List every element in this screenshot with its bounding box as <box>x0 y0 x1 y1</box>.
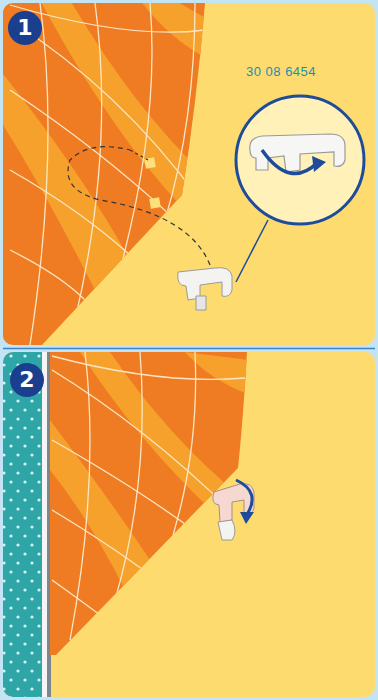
part-number: 30 08 6454 <box>246 64 316 79</box>
sail-fill <box>3 3 260 345</box>
eyelet <box>149 197 161 209</box>
panel-divider <box>3 348 375 350</box>
sail-illustration <box>3 352 260 697</box>
clip-hook <box>196 296 206 310</box>
turn-arrow <box>236 480 252 516</box>
threading-path <box>130 150 148 160</box>
clip-hook <box>218 520 235 540</box>
sail-illustration <box>3 3 364 345</box>
clip-body <box>178 268 232 300</box>
arrow-head <box>240 512 254 524</box>
mast-strip <box>42 352 47 697</box>
step-number: 2 <box>19 369 34 391</box>
step-number-badge: 2 <box>10 363 44 397</box>
clip-part <box>178 268 232 310</box>
sail-stripe <box>3 70 130 300</box>
sail-mesh <box>10 3 205 345</box>
sail-fill <box>40 352 260 660</box>
teal-strip <box>3 352 42 697</box>
sail <box>3 3 260 345</box>
sail <box>40 352 260 660</box>
zoom-clip-part <box>250 134 345 174</box>
arrow-head <box>312 156 326 172</box>
clip-part <box>213 480 254 540</box>
threading-path <box>68 147 210 265</box>
badge-fill <box>8 11 42 45</box>
leader-line <box>236 220 268 282</box>
turn-arrow <box>262 150 318 174</box>
zoom-circle <box>236 96 364 224</box>
badge-fill <box>10 363 44 397</box>
step-number-badge: 1 <box>8 11 42 45</box>
step-number: 1 <box>17 17 32 39</box>
